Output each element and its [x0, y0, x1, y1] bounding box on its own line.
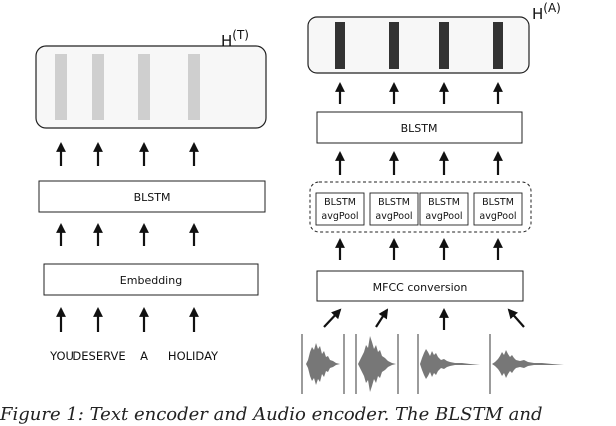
audio-output-bar [493, 22, 503, 69]
svg-text:avgPool: avgPool [321, 211, 358, 222]
audio-arrows-to-mfcc [323, 308, 525, 330]
svg-text:BLSTM: BLSTM [378, 197, 410, 208]
text-arrows-to-blstm [56, 223, 199, 246]
audio-output-bar [335, 22, 345, 69]
audio-blstm-box [316, 111, 523, 144]
audio-arrows-to-pooling [335, 238, 503, 260]
text-output-box [35, 45, 267, 129]
audio-output-bar [439, 22, 449, 69]
text-arrows-to-embedding [56, 307, 199, 332]
text-output-bar [188, 54, 200, 120]
svg-text:avgPool: avgPool [425, 211, 462, 222]
svg-text:BLSTM: BLSTM [428, 197, 460, 208]
audio-arrows-to-output [335, 82, 503, 104]
svg-text:avgPool: avgPool [375, 211, 412, 222]
audio-output-label: H(A) [532, 1, 561, 23]
embedding-box [43, 263, 259, 296]
text-output-label: H(T) [221, 28, 249, 50]
text-output-bar [55, 54, 67, 120]
pooling-group [309, 181, 532, 233]
text-arrows-to-output [56, 142, 199, 166]
svg-text:avgPool: avgPool [479, 211, 516, 222]
audio-output-box [307, 16, 530, 74]
audio-waveforms [301, 334, 578, 394]
blstm-avgpool-block: BLSTM avgPool [315, 192, 365, 226]
text-output-bar [92, 54, 104, 120]
blstm-avgpool-block: BLSTM avgPool [473, 192, 523, 226]
waveform-2 [358, 336, 396, 392]
embedding-label: Embedding [120, 274, 182, 287]
waveform-1 [306, 343, 340, 385]
svg-text:BLSTM: BLSTM [482, 197, 514, 208]
waveform-4 [492, 350, 578, 378]
figure-caption: Figure 1: Text encoder and Audio encoder… [0, 404, 543, 425]
blstm-avgpool-block: BLSTM avgPool [419, 192, 469, 226]
input-word: YOU [49, 349, 74, 363]
mfcc-box [316, 270, 524, 302]
input-word: A [140, 349, 148, 363]
svg-text:BLSTM: BLSTM [324, 197, 356, 208]
blstm-avgpool-block: BLSTM avgPool [369, 192, 419, 226]
audio-encoder: H(A) BLSTM BLSTM avgPool BLS [301, 1, 578, 394]
mfcc-label: MFCC conversion [373, 281, 468, 294]
text-blstm-label: BLSTM [134, 191, 171, 204]
text-encoder: H(T) BLSTM Embedding YO [35, 28, 267, 363]
audio-blstm-label: BLSTM [401, 122, 438, 135]
audio-arrows-to-blstm [335, 151, 503, 175]
text-blstm-box [38, 180, 266, 213]
input-word: HOLIDAY [168, 349, 219, 363]
input-word: DESERVE [72, 349, 125, 363]
waveform-3 [420, 349, 488, 379]
audio-output-bar [389, 22, 399, 69]
text-output-bar [138, 54, 150, 120]
